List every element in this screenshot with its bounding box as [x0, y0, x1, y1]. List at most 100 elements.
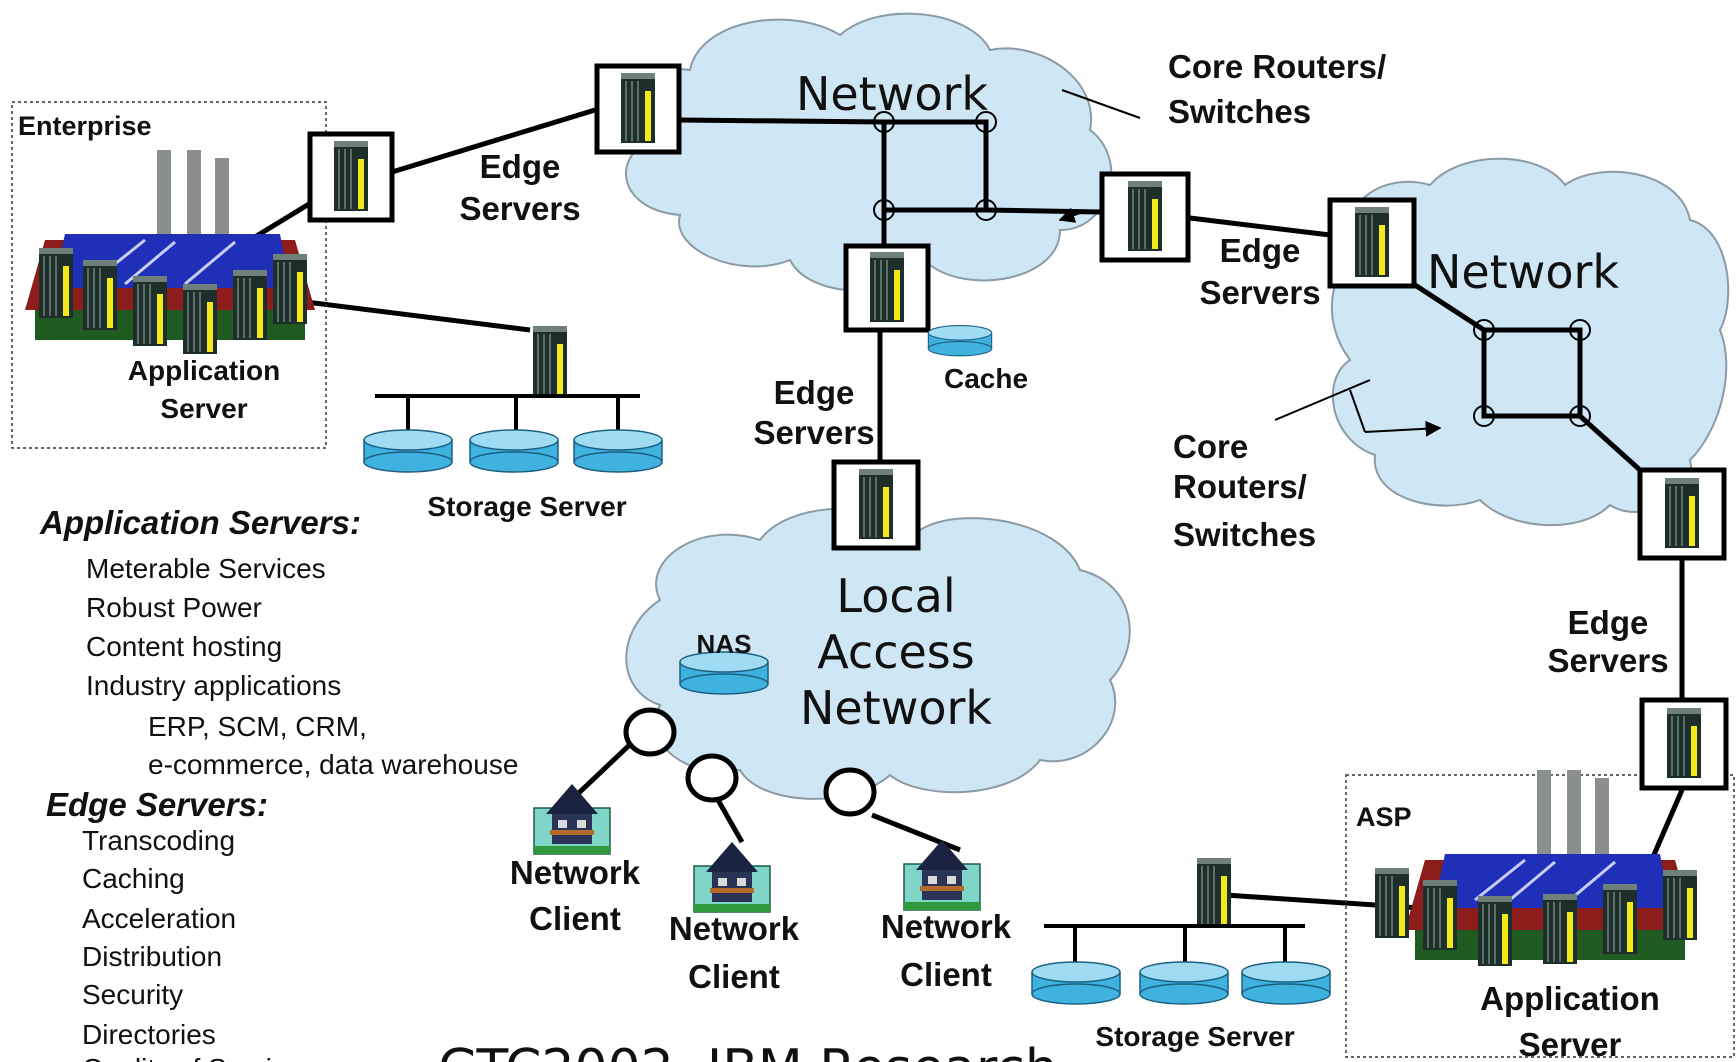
edge-server-box	[1637, 467, 1727, 561]
server-icon	[620, 72, 656, 144]
house-icon	[533, 783, 611, 855]
house-icon	[903, 839, 981, 911]
enterprise-label: Enterprise	[18, 111, 152, 141]
edge-servers-4-line2: Servers	[1547, 642, 1668, 679]
cache-disk-icon	[927, 325, 993, 357]
edge-server-box	[1099, 171, 1191, 263]
client-1-line1: Network	[510, 854, 641, 891]
footer-text: GTC2002, IBM Research	[438, 1039, 1058, 1062]
server-icon	[858, 468, 894, 540]
server-icon	[1664, 477, 1700, 549]
server-icon	[232, 269, 268, 341]
server-icon	[869, 251, 905, 323]
storage-server-right: Storage Server	[1031, 857, 1331, 1052]
storage-server-right-label: Storage Server	[1095, 1021, 1294, 1052]
core-routers-top-line2: Switches	[1168, 93, 1311, 130]
app-server-right-line1: Application	[1480, 980, 1660, 1017]
edge-servers-2-line1: Edge	[1220, 232, 1301, 269]
edge-servers-3-line2: Servers	[753, 414, 874, 451]
server-icon	[1602, 883, 1638, 955]
storage-server-left-label: Storage Server	[427, 491, 626, 522]
server-icon	[1662, 869, 1698, 941]
server-icon	[1477, 895, 1513, 967]
edge-server-box	[1327, 197, 1417, 289]
legend-item: Quality of Service	[82, 1053, 301, 1062]
core-routers-top-line1: Core Routers/	[1168, 48, 1386, 85]
network-label-top: Network	[796, 67, 988, 121]
disk-icon	[1031, 961, 1121, 1005]
asp-label: ASP	[1356, 802, 1412, 832]
core-routers-right-line2: Routers/	[1173, 468, 1307, 505]
server-icon	[333, 140, 369, 212]
app-server-left-line2: Server	[160, 393, 247, 424]
network-label-right: Network	[1427, 245, 1619, 299]
client-3-line2: Client	[900, 956, 992, 993]
server-icon	[1354, 206, 1390, 278]
server-icon	[1127, 180, 1163, 252]
core-router-square-right	[1473, 319, 1591, 427]
server-icon	[1422, 879, 1458, 951]
local-access-cloud: Local Access Network	[625, 507, 1131, 800]
server-icon	[272, 253, 308, 325]
server-icon	[1542, 893, 1578, 965]
edge-servers-2-line2: Servers	[1199, 274, 1320, 311]
server-icon	[38, 247, 74, 319]
edge-servers-1-line2: Servers	[459, 190, 580, 227]
legend-item: Transcoding	[82, 825, 235, 856]
disk-icon	[469, 429, 559, 473]
network-client-1: Network Client	[510, 783, 641, 937]
client-2-line1: Network	[669, 910, 800, 947]
app-server-right-line2: Server	[1519, 1026, 1622, 1062]
disk-icon	[573, 429, 663, 473]
client-3-line1: Network	[881, 908, 1012, 945]
server-icon	[1666, 707, 1702, 779]
server-icon	[132, 275, 168, 347]
client-1-line2: Client	[529, 900, 621, 937]
server-icon	[82, 259, 118, 331]
server-icon	[1196, 857, 1232, 929]
enterprise-box: Enterprise Application Server	[11, 101, 327, 449]
legend-item: Content hosting	[86, 631, 282, 662]
edge-servers-4-line1: Edge	[1568, 604, 1649, 641]
legend-item: Industry applications	[86, 670, 341, 701]
asp-box: ASP Application Server	[1345, 768, 1735, 1062]
legend-item: Distribution	[82, 941, 222, 972]
local-access-line1: Local	[836, 569, 955, 623]
storage-server-left: Storage Server	[363, 325, 663, 522]
client-2-line2: Client	[688, 958, 780, 995]
server-icon	[1374, 867, 1410, 939]
legend-item: Security	[82, 979, 183, 1010]
local-access-line2: Access	[817, 625, 974, 679]
disk-icon	[363, 429, 453, 473]
legend-subitem: ERP, SCM, CRM,	[148, 711, 367, 742]
app-server-left-line1: Application	[128, 355, 280, 386]
legend-subitem: e-commerce, data warehouse	[148, 749, 518, 780]
edge-server-box	[831, 459, 921, 551]
edge-servers-heading: Edge Servers:	[46, 786, 268, 823]
edge-server-box	[1639, 697, 1729, 791]
legend-item: Caching	[82, 863, 185, 894]
edge-server-box	[843, 243, 931, 333]
server-icon	[182, 283, 218, 355]
network-client-2: Network Client	[669, 841, 800, 995]
core-routers-right-line3: Switches	[1173, 516, 1316, 553]
house-icon	[693, 841, 771, 913]
legend-item: Directories	[82, 1019, 216, 1050]
edge-server-box	[307, 131, 395, 223]
cache-label: Cache	[944, 363, 1028, 394]
app-servers-heading: Application Servers:	[39, 504, 361, 541]
disk-icon	[1241, 961, 1331, 1005]
legend-item: Acceleration	[82, 903, 236, 934]
server-icon	[532, 325, 568, 397]
nas-label: NAS	[697, 629, 752, 659]
edge-server-box	[594, 63, 682, 155]
legend-item: Robust Power	[86, 592, 262, 623]
core-routers-right-line1: Core	[1173, 428, 1248, 465]
edge-servers-3-line1: Edge	[774, 374, 855, 411]
local-access-line3: Network	[800, 681, 992, 735]
network-client-3: Network Client	[881, 839, 1012, 993]
edge-servers-1-line1: Edge	[480, 148, 561, 185]
legend-item: Meterable Services	[86, 553, 326, 584]
legend: Application Servers: Meterable Services …	[39, 504, 518, 1062]
